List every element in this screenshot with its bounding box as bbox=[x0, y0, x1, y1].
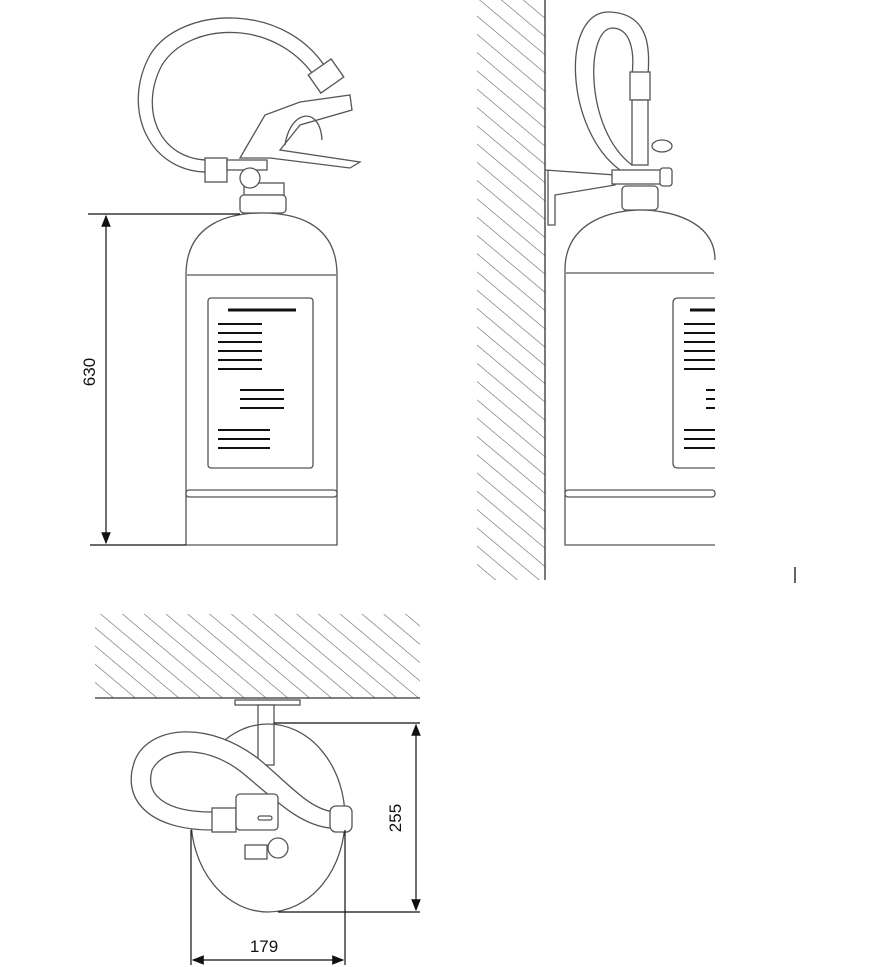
neck bbox=[239, 194, 287, 214]
bracket-stem bbox=[257, 704, 275, 766]
height-dimension bbox=[88, 213, 240, 546]
width-dimension bbox=[190, 830, 346, 965]
pressure-gauge bbox=[239, 167, 261, 189]
cylinder-body bbox=[564, 209, 716, 546]
depth-dimension bbox=[274, 722, 421, 913]
height-label: 630 bbox=[80, 358, 99, 386]
hose bbox=[130, 731, 336, 831]
instruction-label bbox=[207, 297, 314, 469]
label-text-lines bbox=[218, 308, 296, 449]
wall-hatch bbox=[95, 614, 420, 698]
cylinder-body bbox=[185, 212, 338, 546]
hose bbox=[137, 17, 345, 183]
width-label: 179 bbox=[250, 937, 278, 956]
side-view bbox=[477, 0, 716, 580]
hose bbox=[574, 11, 650, 171]
top-view bbox=[95, 614, 420, 913]
depth-label: 255 bbox=[386, 804, 405, 832]
front-view bbox=[137, 17, 362, 546]
wall-hatch bbox=[477, 0, 545, 580]
